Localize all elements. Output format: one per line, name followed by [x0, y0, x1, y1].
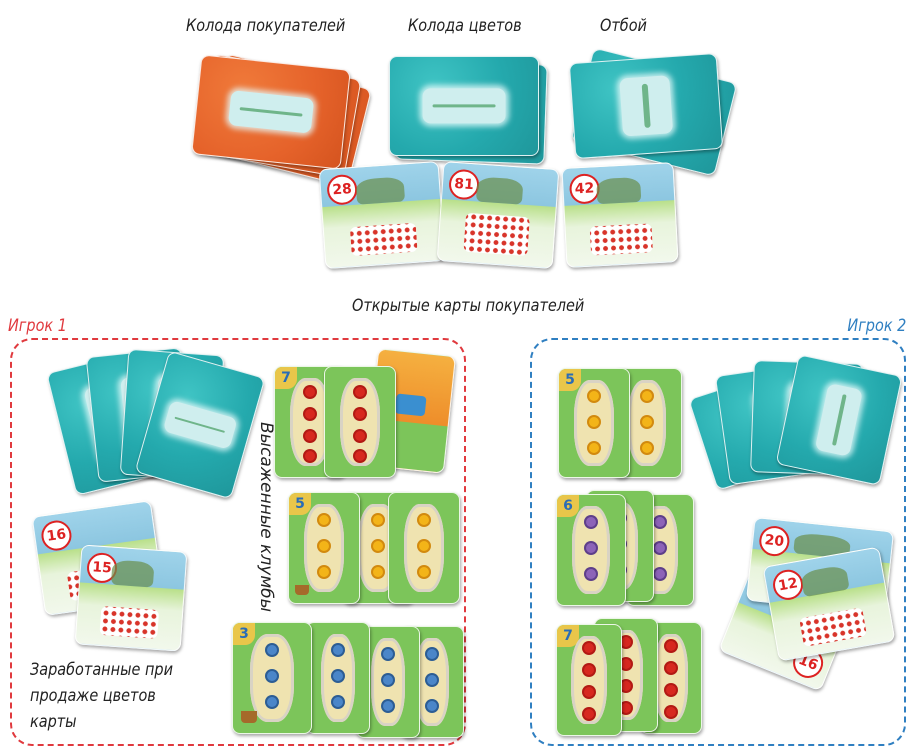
open-buyer-card[interactable]: 42: [561, 162, 679, 268]
earned-label-line1: Заработанные при: [30, 660, 173, 680]
flower-grid-icon: [589, 223, 653, 256]
card-value: 16: [39, 518, 74, 553]
flower-grid-icon: [349, 222, 418, 257]
garden-count: 7: [275, 367, 297, 389]
open-buyer-card[interactable]: 81: [436, 161, 560, 269]
logo-icon: [814, 382, 864, 458]
earned-card: 15: [74, 544, 188, 652]
garden-count: 7: [557, 625, 579, 647]
garden-count: 6: [557, 495, 579, 517]
card-back: [568, 52, 724, 160]
card-back: [191, 54, 351, 170]
watering-can-icon: [394, 393, 427, 417]
card-value: 12: [770, 567, 806, 603]
buyer-deck-label: Колода покупателей: [186, 16, 346, 36]
card-back: [389, 56, 539, 156]
garden-count: 5: [289, 493, 311, 515]
buyer-icon: [355, 176, 405, 205]
card-value: 20: [757, 524, 791, 558]
open-buyer-card[interactable]: 28: [318, 160, 446, 270]
player-1-area: [10, 338, 466, 746]
buyer-icon: [799, 564, 850, 597]
garden-card: 7: [556, 624, 622, 736]
garden-card: [324, 366, 396, 478]
basket-icon: [295, 585, 309, 595]
earned-label-line2: продаже цветов: [30, 686, 156, 706]
garden-count: 3: [233, 623, 255, 645]
logo-icon: [619, 75, 673, 137]
player-2-area: [530, 338, 906, 746]
garden-count: 5: [559, 369, 581, 391]
garden-card: [388, 492, 460, 604]
discard-label: Отбой: [600, 16, 647, 36]
buyer-icon: [111, 559, 155, 588]
basket-icon: [241, 711, 257, 723]
garden-card: 6: [556, 494, 626, 606]
open-buyers-label: Открытые карты покупателей: [352, 296, 585, 316]
garden-card: [306, 622, 370, 734]
flower-grid-icon: [463, 212, 530, 257]
planted-beds-label: Высаженные клумбы: [256, 422, 276, 613]
buyer-icon: [596, 176, 642, 205]
logo-icon: [227, 90, 315, 134]
player-2-label: Игрок 2: [847, 316, 906, 336]
garden-card: 5: [288, 492, 360, 604]
earned-card: 12: [762, 546, 896, 662]
logo-icon: [422, 88, 506, 124]
garden-card: 5: [558, 368, 630, 478]
buyer-icon: [476, 176, 524, 205]
card-value: 42: [568, 173, 601, 205]
card-value: 81: [448, 168, 481, 201]
flower-grid-icon: [798, 607, 868, 647]
garden-card: 3: [232, 622, 312, 734]
logo-icon: [162, 400, 238, 450]
flower-deck-label: Колода цветов: [408, 16, 522, 36]
planted-beds-label-wrap: Высаженные клумбы: [256, 422, 276, 622]
earned-label-line3: карты: [30, 712, 77, 732]
player-1-label: Игрок 1: [8, 316, 67, 336]
flower-grid-icon: [99, 605, 160, 640]
card-value: 28: [326, 173, 359, 206]
